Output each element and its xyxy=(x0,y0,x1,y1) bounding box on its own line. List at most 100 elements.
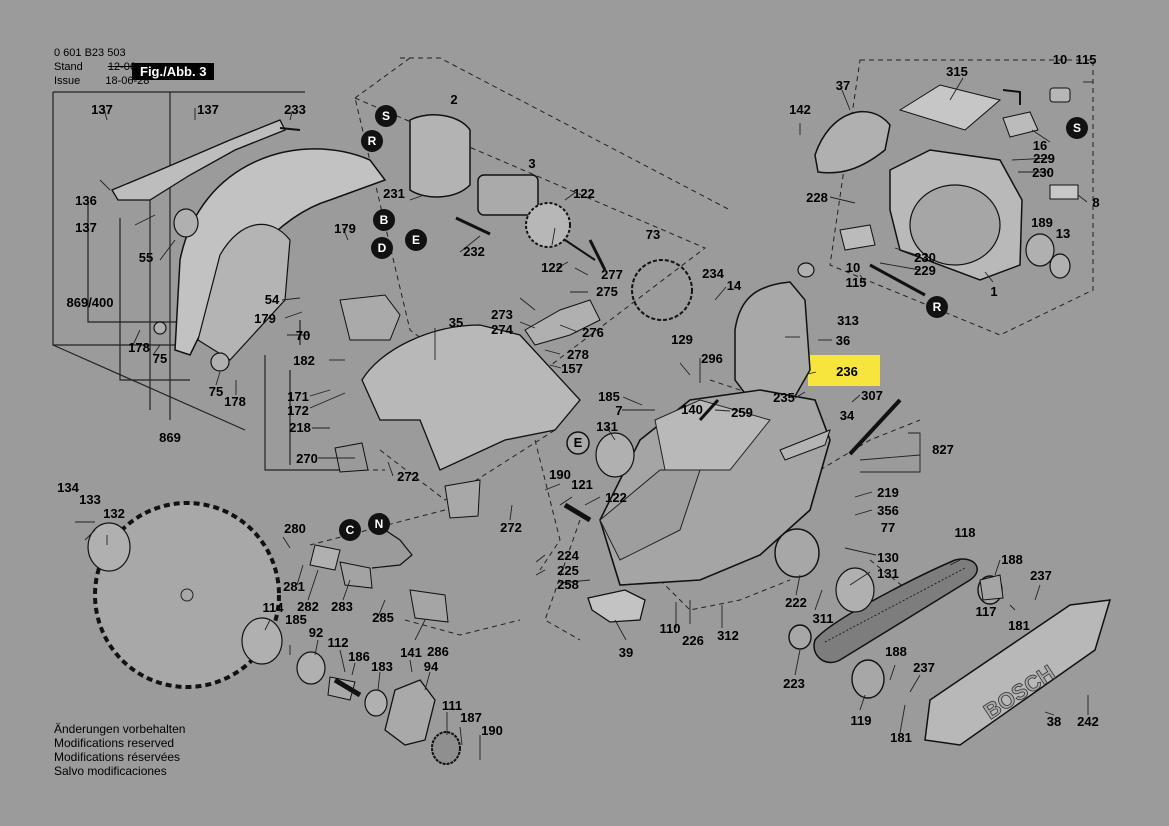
connector-N: N xyxy=(368,513,390,535)
part-label: 283 xyxy=(331,599,353,614)
part-label: 171 xyxy=(287,389,309,404)
part-label: 131 xyxy=(877,566,899,581)
part-label: 233 xyxy=(284,102,306,117)
part-label: 117 xyxy=(976,604,997,619)
part-label: 118 xyxy=(955,525,976,540)
part-label: 237 xyxy=(1030,568,1052,583)
part-label: 92 xyxy=(309,625,323,640)
part-label: 280 xyxy=(284,521,306,536)
housing-rib xyxy=(654,399,771,471)
part-label: 172 xyxy=(287,403,309,418)
part-label: 134 xyxy=(57,480,79,495)
part-label: 14 xyxy=(727,278,742,293)
part-label: 230 xyxy=(914,250,936,265)
part-label: 130 xyxy=(877,550,899,565)
group-frame xyxy=(52,91,345,471)
part-label: 132 xyxy=(103,506,125,521)
part-label: 313 xyxy=(837,313,859,328)
part-label: 296 xyxy=(701,351,723,366)
connector-letter: S xyxy=(1073,121,1081,135)
part-label: 231 xyxy=(383,186,405,201)
part-label: 356 xyxy=(877,503,899,518)
connector-R-right: R xyxy=(926,296,948,318)
part-label: 869 xyxy=(159,430,181,445)
connector-letter: N xyxy=(375,517,384,531)
part-label: 129 xyxy=(671,332,693,347)
part-label: 185 xyxy=(598,389,620,404)
modification-notes: Änderungen vorbehalten Modifications res… xyxy=(54,722,185,778)
part-label: 276 xyxy=(582,325,604,340)
note-fr: Modifications réservées xyxy=(54,750,181,764)
small-parts xyxy=(279,87,1079,765)
motor-housing xyxy=(889,84,1023,281)
part-label: 185 xyxy=(285,612,307,627)
part-label: 8 xyxy=(1092,195,1099,210)
part-label: 54 xyxy=(265,292,280,307)
part-label: 235 xyxy=(773,390,795,405)
doc-number: 0 601 B23 503 xyxy=(54,47,126,59)
stand-text: Stand xyxy=(54,61,83,73)
part-label: 75 xyxy=(153,351,167,366)
part-label: 110 xyxy=(660,621,681,636)
part-label: 115 xyxy=(846,275,867,290)
part-label: 137 xyxy=(75,220,97,235)
part-label: 140 xyxy=(681,402,703,417)
gasket xyxy=(631,259,693,321)
bearing-plate xyxy=(734,281,811,406)
part-label: 234 xyxy=(702,266,724,281)
part-label: 223 xyxy=(783,676,805,691)
part-label: 178 xyxy=(224,394,246,409)
part-label: 112 xyxy=(328,635,349,650)
part-label: 225 xyxy=(557,563,579,578)
part-label: 114 xyxy=(263,600,285,615)
part-label: 183 xyxy=(371,659,393,674)
part-label: 278 xyxy=(567,347,589,362)
leader-lines xyxy=(75,77,1093,760)
housing-lower xyxy=(599,469,701,561)
part-label: 119 xyxy=(851,713,872,728)
part-label: 157 xyxy=(561,361,583,376)
part-label: 188 xyxy=(1001,552,1023,567)
part-label: 122 xyxy=(605,490,627,505)
part-label: 13 xyxy=(1056,226,1070,241)
fan-cover xyxy=(814,110,891,174)
connector-letter: S xyxy=(382,109,390,123)
stand-date: 12-06 xyxy=(107,61,136,73)
part-label: 230 xyxy=(1032,165,1054,180)
connector-S-top: S xyxy=(375,105,397,127)
connector-E-top: E xyxy=(405,229,427,251)
part-label: 237 xyxy=(913,660,935,675)
part-label: 38 xyxy=(1047,714,1061,729)
part-label: 218 xyxy=(289,420,311,435)
issue-label: Issue 18-06-28 xyxy=(54,75,149,88)
saw-blade xyxy=(93,501,281,689)
part-label: 75 xyxy=(209,384,223,399)
part-label: 94 xyxy=(424,659,439,674)
part-label: 187 xyxy=(460,710,482,725)
part-label: 315 xyxy=(946,64,968,79)
part-label: 7 xyxy=(615,403,622,418)
part-label: 73 xyxy=(646,227,660,242)
part-label: 869/400 xyxy=(67,295,114,310)
connector-letter: C xyxy=(346,523,355,537)
part-label: 121 xyxy=(571,477,593,492)
part-label: 219 xyxy=(877,485,899,500)
part-label: 273 xyxy=(491,307,513,322)
part-label: 2 xyxy=(450,92,457,107)
part-label: 179 xyxy=(334,221,356,236)
connector-D: D xyxy=(371,237,393,259)
figure-label: Fig./Abb. 3 xyxy=(132,63,215,80)
connector-B: B xyxy=(373,209,395,231)
handle-part xyxy=(587,589,646,623)
part-label: 16 xyxy=(1033,138,1047,153)
connector-letter: E xyxy=(412,233,420,247)
part-label: 186 xyxy=(348,649,370,664)
part-label: 181 xyxy=(1008,618,1030,633)
wire xyxy=(371,529,413,569)
part-label: 70 xyxy=(296,328,310,343)
guard-ribs xyxy=(197,223,291,361)
part-label: 258 xyxy=(557,577,579,592)
washers xyxy=(87,208,1071,717)
